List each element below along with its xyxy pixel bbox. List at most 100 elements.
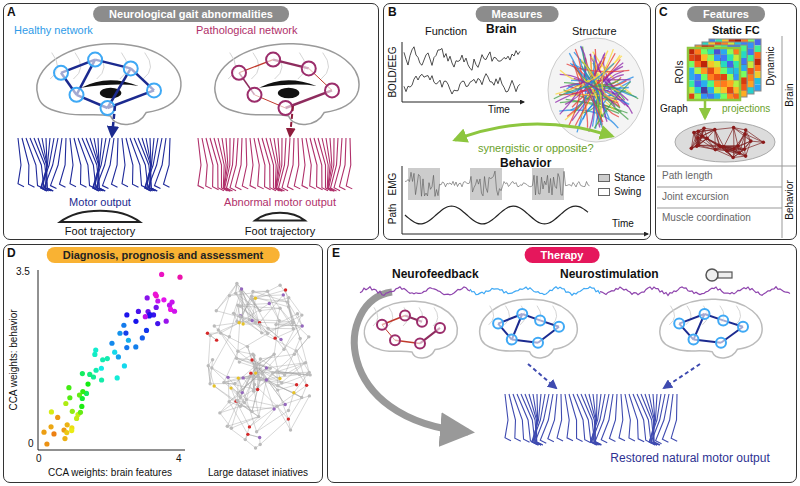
network-node bbox=[210, 366, 213, 369]
network-edge bbox=[246, 400, 277, 407]
matrix-cell bbox=[708, 87, 715, 94]
gait-stroke bbox=[565, 394, 573, 441]
network-node bbox=[219, 331, 222, 334]
network-edge bbox=[266, 363, 305, 368]
network-edge bbox=[267, 380, 285, 404]
network-edge bbox=[286, 290, 293, 323]
matrix-cell bbox=[708, 74, 715, 81]
scatter-point bbox=[140, 335, 145, 340]
gait-stroke bbox=[609, 394, 617, 441]
network-node bbox=[238, 395, 241, 398]
network-node bbox=[249, 371, 252, 374]
network-node bbox=[222, 381, 225, 384]
gait-stroke bbox=[589, 394, 601, 445]
matrix-cell bbox=[714, 81, 721, 88]
scatter-point bbox=[115, 375, 120, 380]
graph-edge bbox=[699, 145, 721, 147]
gait-stroke bbox=[42, 138, 51, 191]
network-node bbox=[275, 405, 278, 408]
network-node bbox=[273, 336, 276, 339]
panel-header: Diagnosis, prognosis and assessment bbox=[47, 247, 280, 263]
matrix-cell bbox=[721, 61, 728, 68]
network-node bbox=[258, 436, 261, 439]
panel-letter: D bbox=[7, 247, 16, 261]
scatter-point bbox=[159, 272, 164, 277]
gait-stroke bbox=[41, 138, 54, 191]
network-edge bbox=[212, 337, 230, 368]
network-node bbox=[295, 383, 298, 386]
gait-stroke bbox=[111, 138, 118, 187]
fc-matrix bbox=[688, 48, 740, 100]
scatter-point bbox=[124, 312, 129, 317]
network-node bbox=[301, 324, 304, 327]
matrix-cell bbox=[748, 55, 755, 62]
network-edge bbox=[248, 434, 260, 437]
network-node bbox=[400, 311, 410, 321]
network-edge bbox=[208, 366, 214, 386]
axis-label: Time bbox=[612, 218, 634, 230]
graph-edge bbox=[734, 128, 746, 130]
scatter-point bbox=[109, 341, 114, 346]
scatter-point bbox=[124, 345, 129, 350]
graph-edge bbox=[715, 128, 734, 130]
matrix-cell bbox=[714, 87, 721, 94]
panel-header: Therapy bbox=[525, 247, 600, 263]
graph-edge bbox=[746, 130, 764, 142]
network-edge bbox=[207, 333, 216, 340]
scatter-point bbox=[169, 299, 174, 304]
tick-label: 3.5 bbox=[16, 266, 30, 278]
brain-gyrus bbox=[504, 306, 509, 325]
matrix-cell bbox=[755, 72, 762, 79]
network-node bbox=[258, 309, 261, 312]
network-edge bbox=[227, 426, 245, 439]
network-node bbox=[283, 373, 286, 376]
network-edge bbox=[260, 308, 280, 310]
network-node bbox=[284, 403, 287, 406]
network-edge bbox=[277, 406, 290, 430]
network-edge bbox=[296, 351, 309, 372]
network-node bbox=[235, 357, 238, 360]
network-node bbox=[300, 313, 303, 316]
network-node bbox=[227, 400, 230, 403]
matrix-cell bbox=[708, 68, 715, 75]
tick-label: 0 bbox=[28, 438, 34, 450]
network-node bbox=[259, 357, 262, 360]
network-node bbox=[275, 370, 278, 373]
network-node bbox=[417, 317, 427, 327]
matrix-cell bbox=[755, 65, 762, 72]
network-node bbox=[228, 335, 231, 338]
network-edge bbox=[279, 321, 293, 323]
scatter-point bbox=[122, 363, 127, 368]
network-edge bbox=[262, 374, 274, 409]
network-node bbox=[286, 300, 289, 303]
network-node bbox=[266, 327, 269, 330]
matrix-cell bbox=[695, 81, 702, 88]
network-node bbox=[257, 415, 260, 418]
brain-gyrus bbox=[143, 53, 150, 79]
graph-edge bbox=[724, 146, 738, 148]
matrix-cell bbox=[727, 74, 734, 81]
brain-outline bbox=[37, 44, 181, 125]
scatter-point bbox=[87, 372, 92, 377]
matrix-cell bbox=[741, 71, 748, 78]
gait-stroke bbox=[619, 394, 625, 441]
section-label: Behavior bbox=[500, 157, 551, 171]
fiber-tract bbox=[574, 78, 615, 106]
network-edge bbox=[216, 283, 237, 310]
matrix-cell bbox=[701, 55, 708, 62]
graph-node bbox=[744, 128, 748, 132]
matrix-cell bbox=[727, 68, 734, 75]
gait-stroke bbox=[509, 394, 521, 441]
scatter-point bbox=[80, 371, 85, 376]
network-edge bbox=[280, 308, 293, 323]
knob-shaft bbox=[718, 272, 732, 278]
network-edge bbox=[284, 326, 302, 349]
gait-stroke bbox=[557, 394, 563, 441]
network-node bbox=[700, 309, 710, 319]
double-arrow bbox=[455, 124, 612, 140]
scatter-point bbox=[67, 395, 72, 400]
dashed-arrow bbox=[664, 364, 700, 388]
scatter-point bbox=[177, 275, 182, 280]
network-edge bbox=[229, 393, 242, 402]
network-node bbox=[533, 338, 543, 348]
